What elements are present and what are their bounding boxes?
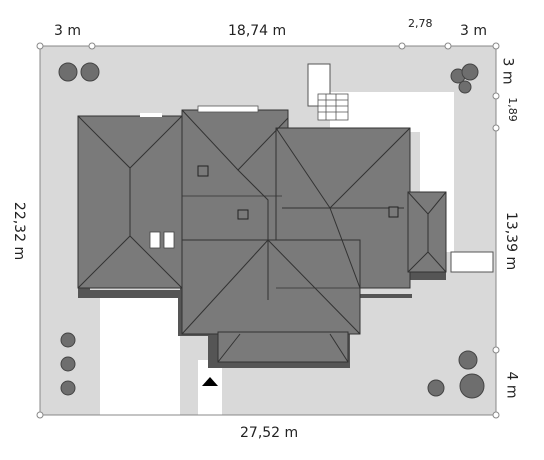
skylight-1 [149,231,161,249]
roof-annex [407,191,447,273]
skylight-2 [163,231,175,249]
chimney-2 [237,209,249,220]
dimension-lines [36,42,500,419]
entrance-path [198,360,222,415]
dim-top-width: 18,74 m [228,23,287,39]
dim-bottom-width: 27,52 m [240,425,299,441]
dim-right-middle: 13,39 m [503,211,520,271]
roof-porch [217,331,349,363]
dormer [197,105,259,113]
stairs [317,93,349,121]
dim-top-right: 3 m [460,23,487,39]
top-strip [140,113,162,117]
tree-icon [58,62,485,399]
dim-right-top: 3 m [499,57,516,85]
dim-right-small: 1,89 [505,97,519,122]
roof-ridges [77,109,447,363]
chimney-1 [197,165,209,177]
chimney-3 [388,206,399,218]
roof-ridge-edges [182,195,410,289]
driveway [100,290,180,415]
dim-top-left: 3 m [54,23,81,39]
triangle-up-icon [202,377,218,386]
dim-left-depth: 22,32 m [11,201,28,261]
side-box [450,251,494,273]
roof-front [181,239,361,335]
dim-right-bottom: 4 m [503,371,520,399]
dim-top-small: 2,78 [408,17,433,30]
